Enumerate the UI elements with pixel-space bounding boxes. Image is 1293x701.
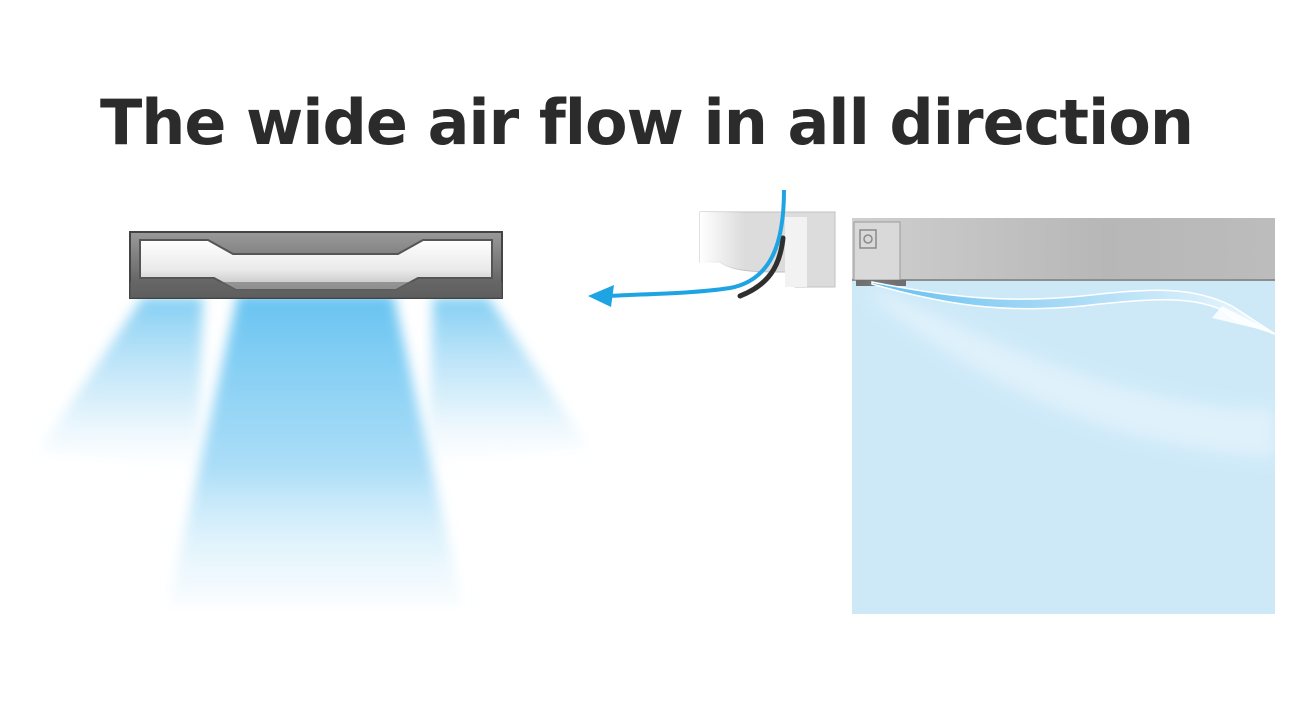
page-title: The wide air flow in all direction <box>99 86 1194 159</box>
outlet-detail-graphic <box>588 189 836 307</box>
airflow-arrowhead-right <box>1212 306 1275 333</box>
ceiling-airflow <box>871 281 1275 335</box>
ceiling <box>852 218 1275 280</box>
left-air-stream <box>38 297 203 472</box>
ceiling-unit <box>129 231 503 299</box>
center-air-stream <box>168 294 463 607</box>
airflow-arrow <box>607 189 786 298</box>
airflow-arrowhead <box>588 285 614 307</box>
louver-blade <box>737 235 786 299</box>
unit-front-view <box>18 182 638 612</box>
outlet-detail-view <box>580 182 840 322</box>
unit-front-view-graphic <box>38 231 588 607</box>
room-side-view-graphic <box>852 218 1275 614</box>
room-side-view <box>852 218 1275 614</box>
air-plume <box>872 288 1275 458</box>
right-air-stream <box>428 297 588 467</box>
ceiling-unit-side <box>853 221 906 286</box>
